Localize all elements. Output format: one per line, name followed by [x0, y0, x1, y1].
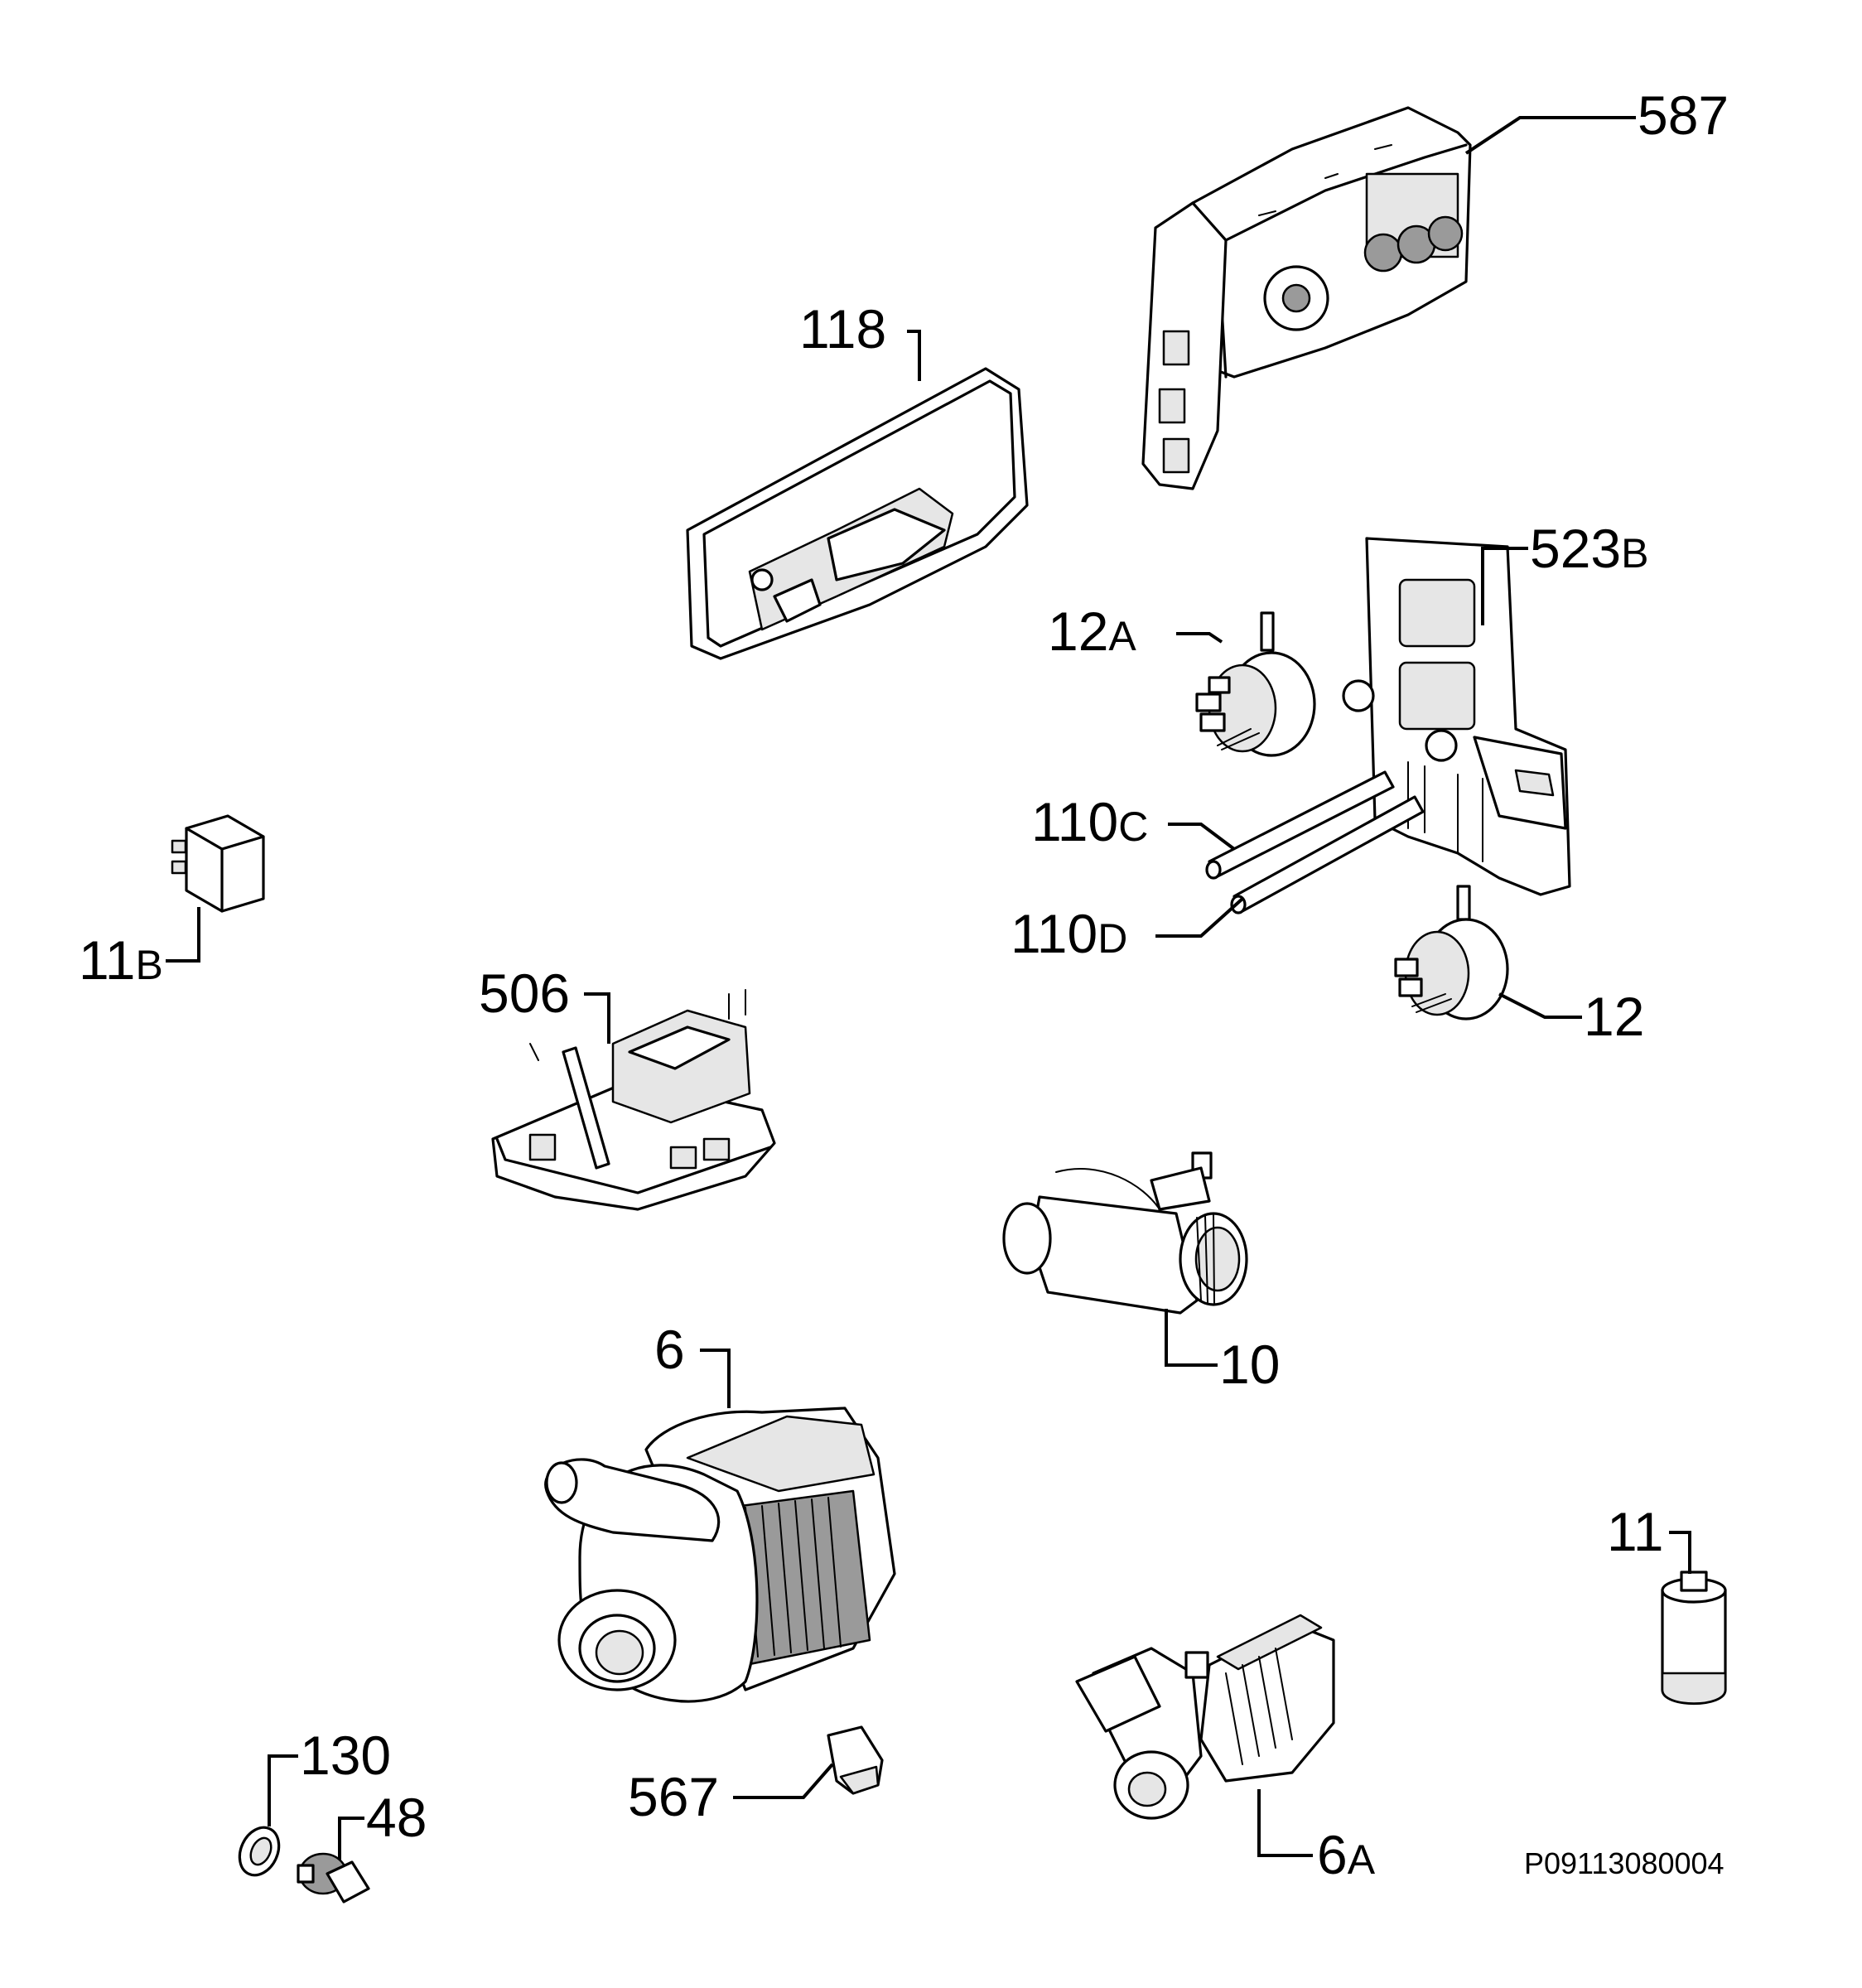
label-12: 12: [1584, 986, 1644, 1047]
label-567: 567: [628, 1766, 719, 1827]
part-523b-bracket[interactable]: [1342, 537, 1571, 896]
part-506-switch-assembly[interactable]: [491, 989, 776, 1211]
label-130: 130: [300, 1725, 391, 1786]
label-48: 48: [366, 1787, 427, 1848]
part-48-plug[interactable]: [297, 1852, 370, 1904]
part-10-heater[interactable]: [1002, 1151, 1248, 1315]
part-12a-pressure-switch[interactable]: [1195, 611, 1316, 757]
part-118-dispenser[interactable]: [686, 367, 1029, 660]
label-6: 6: [654, 1319, 685, 1380]
part-110c-hose[interactable]: [1205, 770, 1395, 880]
part-587-control-module[interactable]: [1141, 106, 1472, 490]
part-130-seal-ring[interactable]: [232, 1822, 286, 1882]
part-567-clip[interactable]: [827, 1725, 884, 1795]
label-12a: 12A: [1048, 601, 1136, 662]
label-587: 587: [1638, 84, 1729, 146]
label-110d: 110D: [1011, 903, 1127, 964]
part-11-capacitor[interactable]: [1661, 1571, 1727, 1705]
part-11b-relay[interactable]: [171, 814, 265, 913]
reference-labels: 587 118 523B 12A 110C 110D 11B 12 506 10…: [79, 84, 1729, 1885]
label-110c: 110C: [1031, 791, 1148, 852]
drawing-code: P09113080004: [1524, 1846, 1725, 1880]
label-6a: 6A: [1317, 1824, 1376, 1885]
label-506: 506: [479, 963, 570, 1024]
label-10: 10: [1219, 1334, 1280, 1395]
part-6-circulation-motor[interactable]: [544, 1407, 896, 1703]
label-11: 11: [1607, 1501, 1664, 1562]
part-12-pressure-switch[interactable]: [1394, 885, 1509, 1021]
label-11b: 11B: [79, 929, 163, 991]
leader-lines: [166, 116, 1691, 1860]
label-523b: 523B: [1530, 518, 1648, 579]
label-118: 118: [799, 298, 886, 359]
part-6a-drain-pump[interactable]: [1075, 1614, 1335, 1820]
